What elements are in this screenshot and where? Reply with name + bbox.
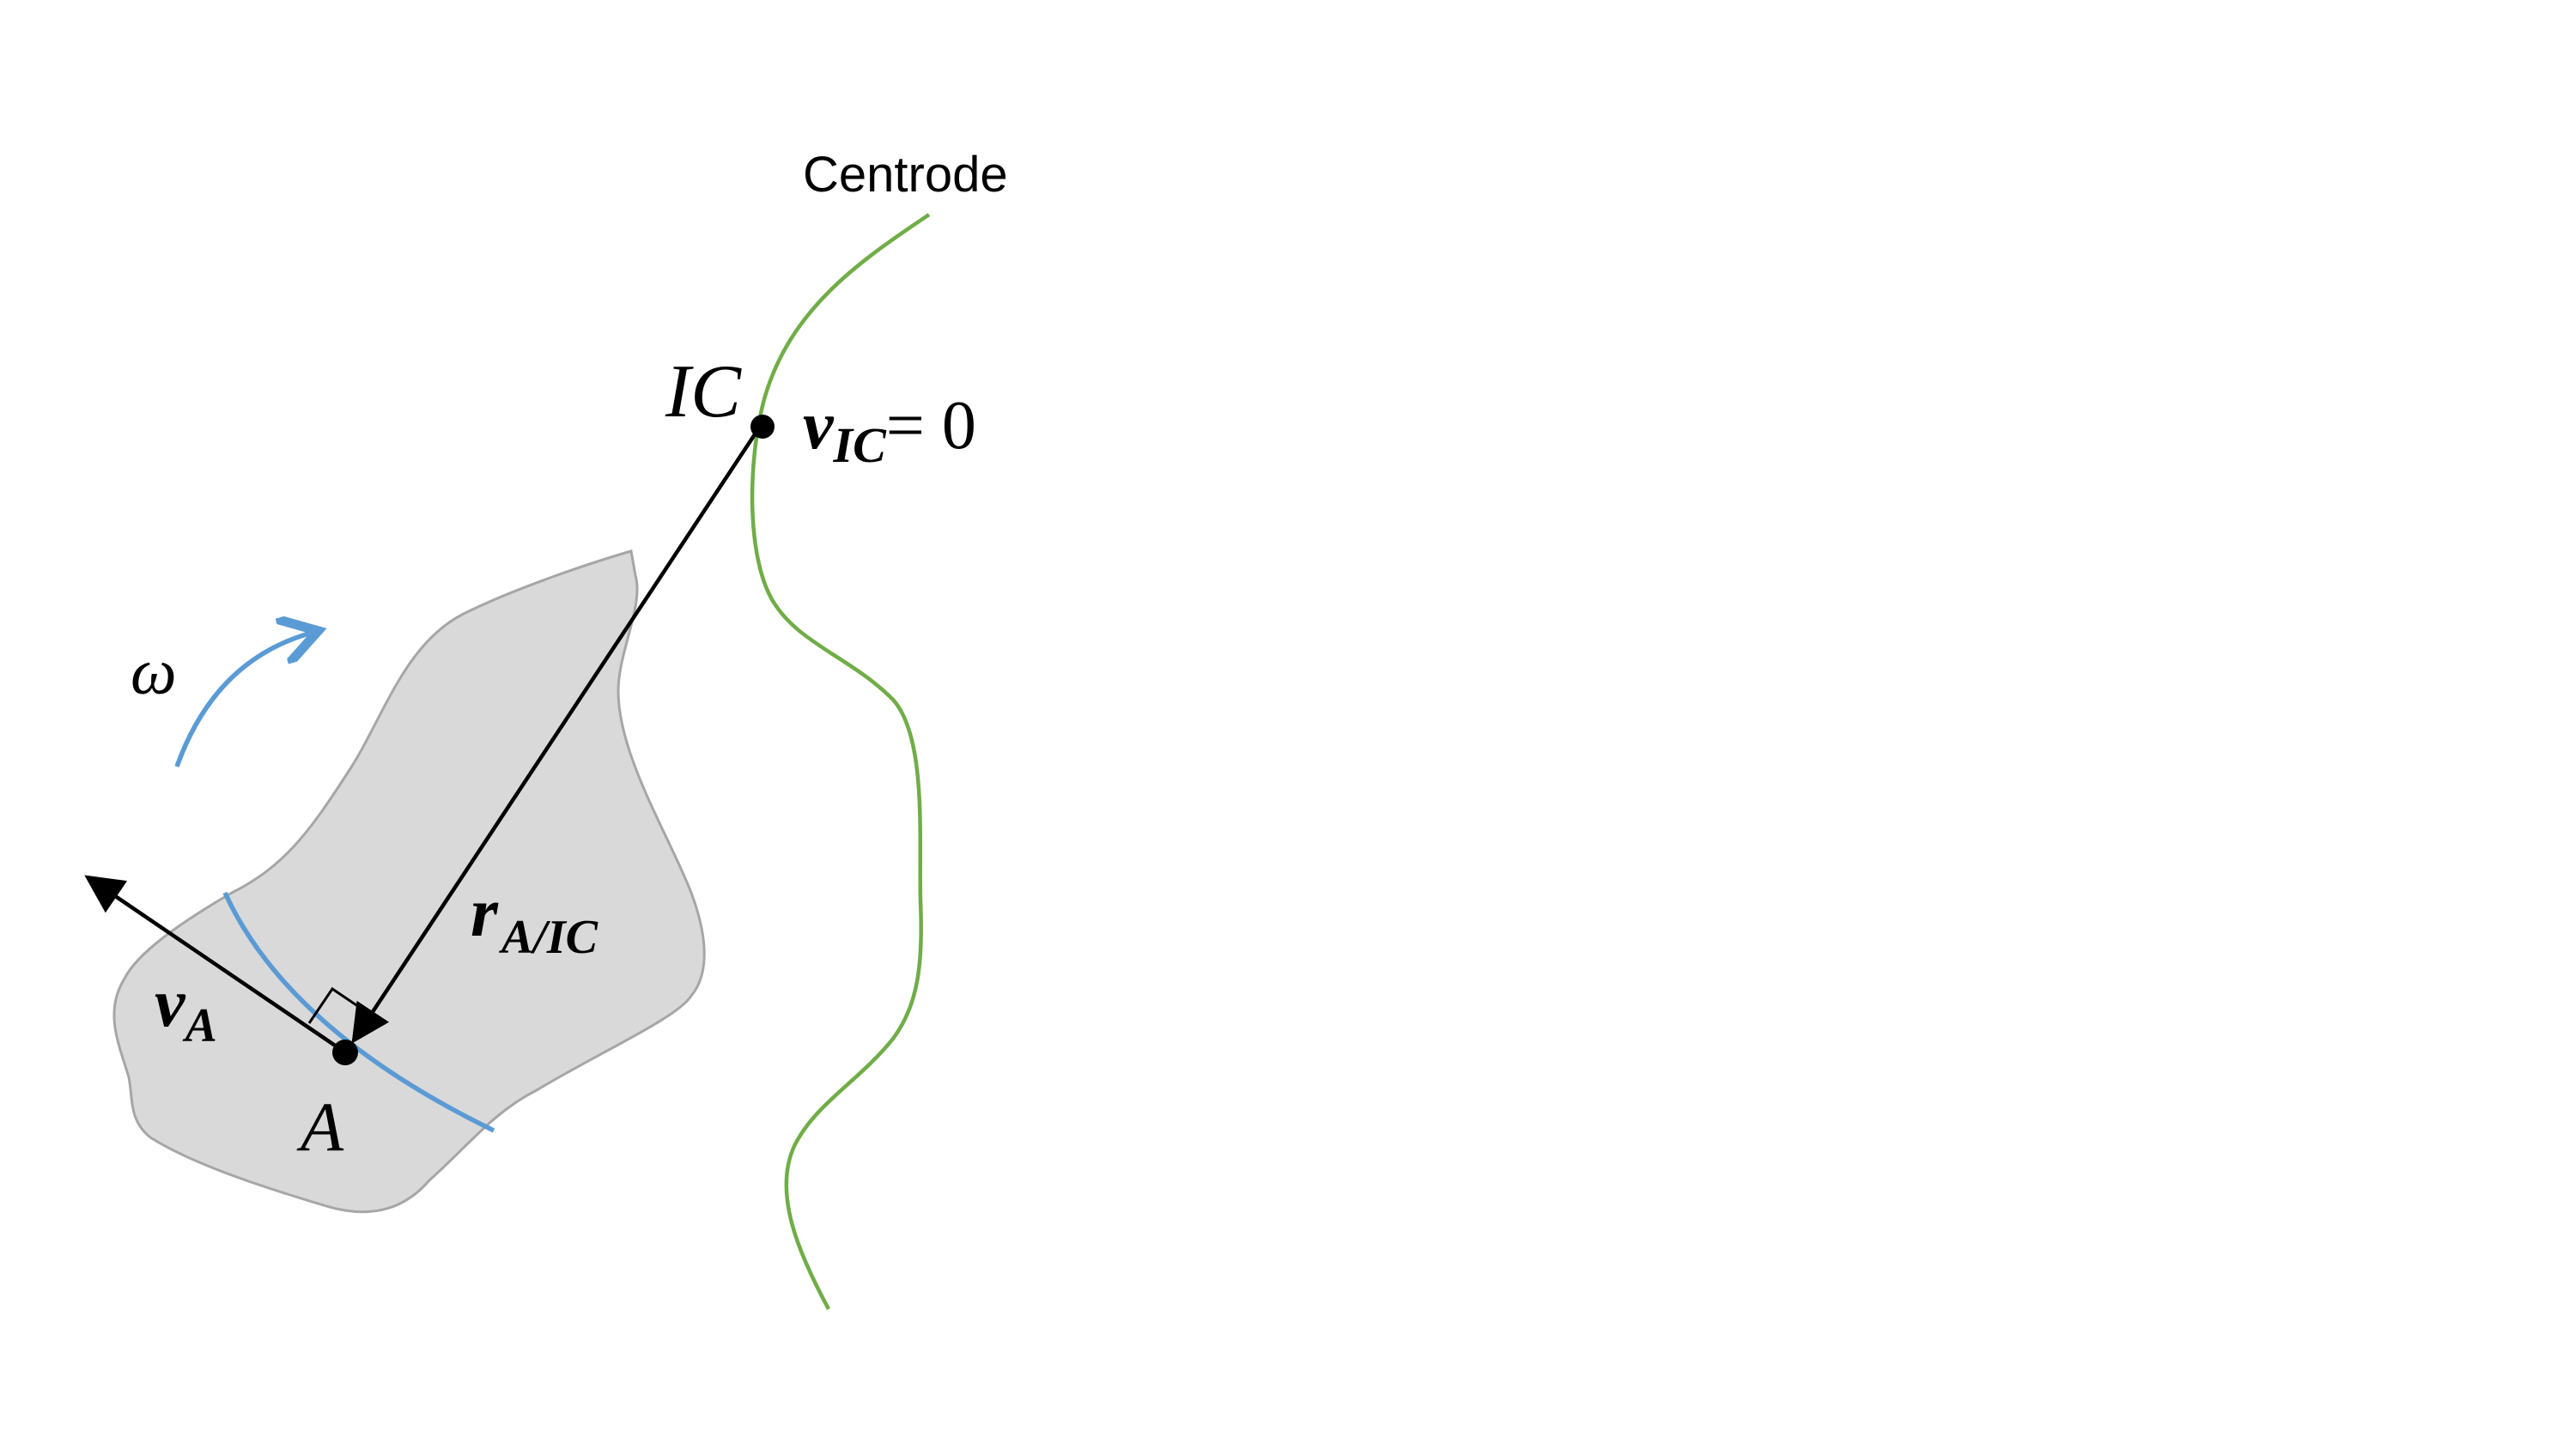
r-symbol: r — [471, 873, 499, 951]
v-ic-subscript: IC — [833, 417, 888, 473]
omega-rotation-arrow — [174, 634, 309, 767]
v-a-subscript: A — [183, 999, 217, 1052]
centrode-curve — [750, 213, 931, 1311]
r-subscript: A/IC — [499, 911, 598, 964]
path-of-a-arc — [222, 891, 495, 1133]
omega-label: ω — [131, 636, 177, 708]
v-ic-equation: vIC= 0 — [803, 388, 976, 473]
right-angle-marker — [307, 986, 368, 1024]
centrode-label: Centrode — [803, 147, 1008, 203]
v-a-label: vA — [155, 966, 217, 1052]
r-a-ic-vector — [351, 425, 762, 1044]
rigid-body-shape — [112, 549, 706, 1214]
v-a-symbol: v — [155, 966, 186, 1041]
ic-point-dot — [750, 415, 775, 439]
v-ic-equals: = 0 — [886, 388, 976, 464]
v-a-vector — [84, 875, 347, 1054]
r-a-ic-label: rA/IC — [471, 873, 598, 964]
point-a-label: A — [296, 1088, 344, 1166]
ic-label: IC — [665, 350, 742, 433]
point-a-dot — [332, 1040, 358, 1065]
v-ic-symbol: v — [803, 388, 835, 464]
